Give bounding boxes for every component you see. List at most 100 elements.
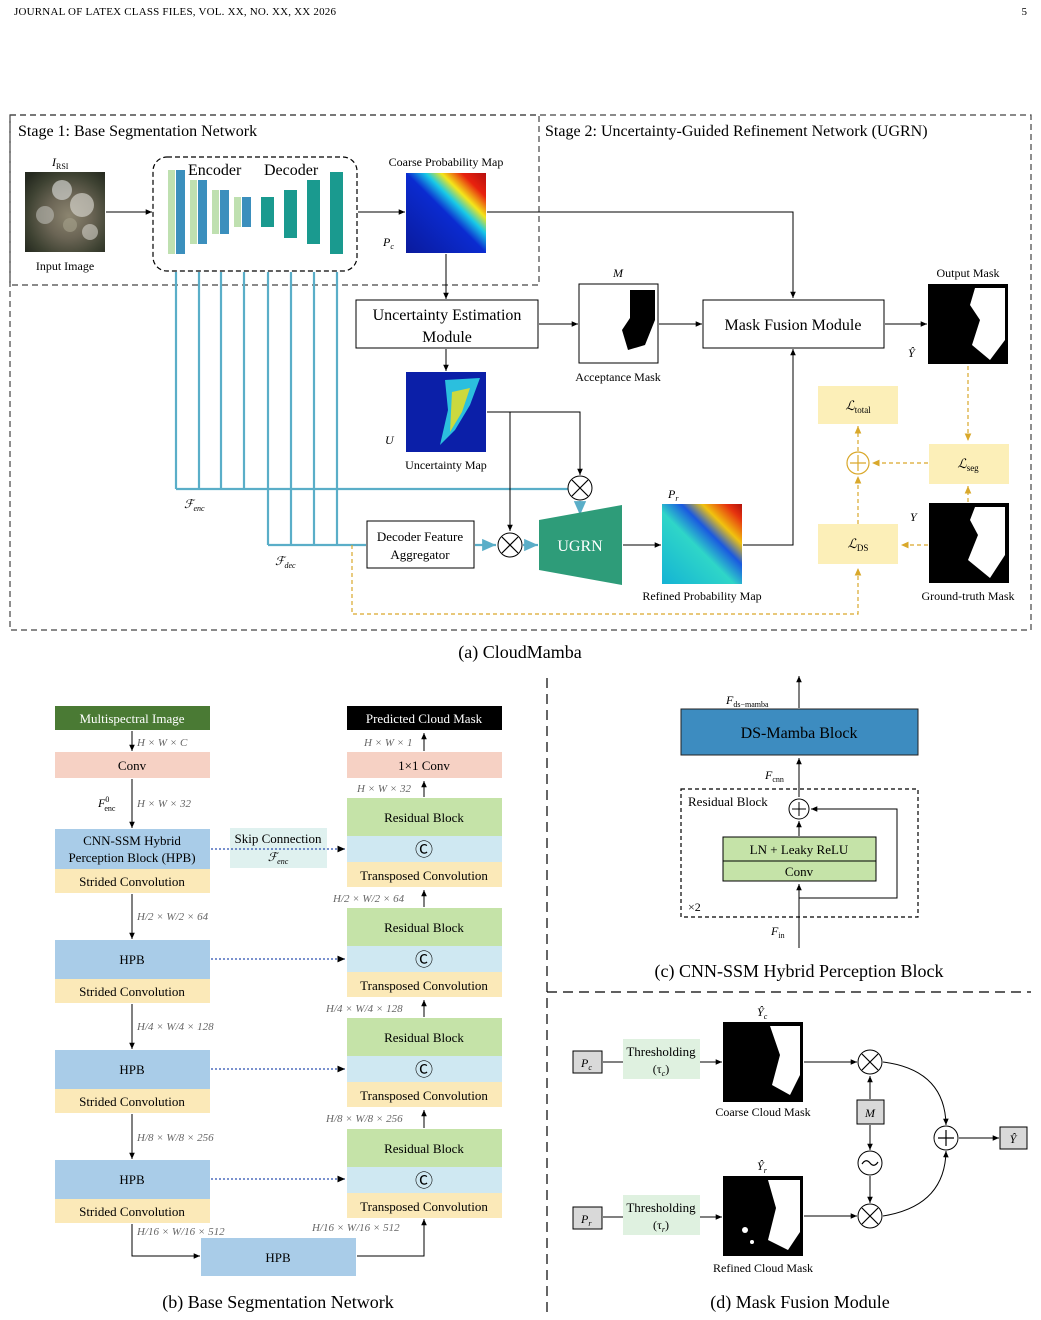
- strided-conv-3: [55, 1089, 210, 1113]
- coarse-probability-map: [406, 173, 486, 253]
- caption-a: (a) CloudMamba: [458, 642, 581, 663]
- loss-ds-box: [818, 524, 898, 564]
- strided2-label: Strided Convolution: [79, 984, 185, 999]
- f-dec-label: ℱdec: [275, 554, 296, 570]
- decoder-skip-lines: [266, 272, 366, 547]
- pc-d-label: Pc: [580, 1056, 592, 1072]
- hpb2-label: HPB: [119, 952, 145, 967]
- strided1-label: Strided Convolution: [79, 874, 185, 889]
- predicted-label: Predicted Cloud Mask: [366, 711, 483, 726]
- tau-r-label: (τr): [653, 1218, 669, 1234]
- residual-block-3: [347, 1018, 502, 1056]
- pr-d-label: Pr: [580, 1212, 592, 1228]
- m-d-label: M: [864, 1106, 876, 1120]
- dfa-line1: Decoder Feature: [377, 529, 463, 544]
- ln-leaky-relu-box: [722, 836, 877, 862]
- skip-connection-box: [230, 828, 327, 868]
- residual-block-2: [347, 908, 502, 946]
- output-mask-label: Output Mask: [937, 266, 1000, 280]
- hpb-block-3: [55, 1050, 210, 1089]
- caption-c: (c) CNN-SSM Hybrid Perception Block: [655, 961, 944, 982]
- gt-label: Ground-truth Mask: [922, 589, 1015, 603]
- skip-label: Skip Connection: [234, 831, 322, 846]
- encoder-layers: [168, 170, 251, 254]
- dim-256: H/8 × W/8 × 256: [136, 1132, 214, 1144]
- decoder-label: Decoder: [264, 162, 319, 179]
- x2-label: ×2: [688, 900, 701, 914]
- dim-512-dec: H/16 × W/16 × 512: [311, 1222, 400, 1234]
- caption-b: (b) Base Segmentation Network: [162, 1292, 393, 1313]
- dim-input: H × W × C: [136, 737, 188, 749]
- hpb-bottleneck-label: HPB: [265, 1250, 291, 1265]
- hpb-bottleneck: [201, 1238, 356, 1276]
- conv-label: Conv: [118, 758, 147, 773]
- loss-connectors: [351, 366, 972, 615]
- figure-a: Stage 1: Base Segmentation Network Stage…: [9, 114, 1032, 663]
- conv1x1-label: 1×1 Conv: [398, 758, 450, 773]
- uncertainty-estimation-module: [355, 299, 539, 349]
- f-cnn-label: Fcnn: [764, 768, 784, 784]
- dim-128: H/4 × W/4 × 128: [136, 1021, 214, 1033]
- residual3-label: Residual Block: [384, 1030, 464, 1045]
- refined-probability-map: [662, 504, 742, 584]
- input-image-label: Input Image: [36, 259, 94, 273]
- yc-label: Ŷc: [757, 1005, 768, 1021]
- dim-512-enc: H/16 × W/16 × 512: [136, 1226, 225, 1238]
- mask-fusion-module: [702, 299, 885, 349]
- transposed-conv-4: [347, 1193, 502, 1218]
- residual4-label: Residual Block: [384, 1141, 464, 1156]
- threshold-r-label: Thresholding: [626, 1200, 696, 1215]
- stage1-frame: [9, 114, 540, 286]
- strided3-label: Strided Convolution: [79, 1094, 185, 1109]
- strided-conv-4: [55, 1199, 210, 1223]
- dim-out: H × W × 1: [363, 737, 412, 749]
- stage1-title: Stage 1: Base Segmentation Network: [18, 123, 257, 140]
- f-enc-label: ℱenc: [184, 497, 205, 513]
- transposed3-label: Transposed Convolution: [360, 1088, 488, 1103]
- figure-d: Pc Thresholding (τc) Ŷc Coarse Cloud Mas…: [572, 1005, 1028, 1313]
- f-in-label: Fin: [770, 924, 785, 940]
- ugrn-label: UGRN: [557, 538, 603, 555]
- pr-symbol: Pr: [667, 487, 679, 503]
- dsmamba-label: DS-Mamba Block: [741, 725, 858, 742]
- conv-box-c: [722, 860, 877, 882]
- pc-symbol: Pc: [382, 235, 394, 251]
- ugrn-block: [539, 505, 622, 585]
- threshold-c-label: Thresholding: [626, 1044, 696, 1059]
- encoder-label: Encoder: [188, 162, 242, 179]
- dim-dec-128: H/4 × W/4 × 128: [325, 1003, 403, 1015]
- ln-label: LN + Leaky ReLU: [750, 842, 849, 857]
- input-symbol: IRSI: [51, 155, 69, 171]
- m-box: [856, 1099, 885, 1125]
- hpb4-label: HPB: [119, 1172, 145, 1187]
- yhat-box: [999, 1126, 1028, 1150]
- input-image-clouds: [36, 180, 98, 240]
- uncertainty-label: Uncertainty Map: [405, 458, 487, 472]
- pc-box: [572, 1050, 603, 1074]
- uem-line2: Module: [422, 329, 472, 346]
- skip-dotted-lines: [211, 845, 345, 1183]
- coarse-mask-label: Coarse Cloud Mask: [715, 1105, 810, 1119]
- uem-line1: Uncertainty Estimation: [373, 307, 522, 324]
- concat1-symbol: Ⓒ: [415, 840, 433, 860]
- page-number: 5: [1021, 6, 1028, 18]
- concat4-symbol: Ⓒ: [415, 1171, 433, 1191]
- loss-ds-label: ℒDS: [848, 536, 869, 553]
- dfa-line2: Aggregator: [390, 547, 450, 562]
- multispectral-box: [55, 706, 210, 730]
- threshold-r-box: [623, 1195, 700, 1235]
- pr-box: [572, 1206, 603, 1230]
- y-symbol: Y: [910, 510, 918, 524]
- encoder-skip-lines: [174, 272, 568, 491]
- residual-title: Residual Block: [688, 794, 768, 809]
- yr-label: Ŷr: [757, 1159, 768, 1175]
- multispectral-label: Multispectral Image: [79, 711, 184, 726]
- acceptance-label: Acceptance Mask: [575, 370, 661, 384]
- stage2-title: Stage 2: Uncertainty-Guided Refinement N…: [545, 123, 928, 140]
- residual-block-4: [347, 1129, 502, 1167]
- threshold-c-box: [623, 1039, 700, 1079]
- hpb1-line2: Perception Block (HPB): [68, 850, 195, 865]
- conv-c-label: Conv: [785, 864, 814, 879]
- yhat-symbol: Ŷ: [908, 346, 916, 360]
